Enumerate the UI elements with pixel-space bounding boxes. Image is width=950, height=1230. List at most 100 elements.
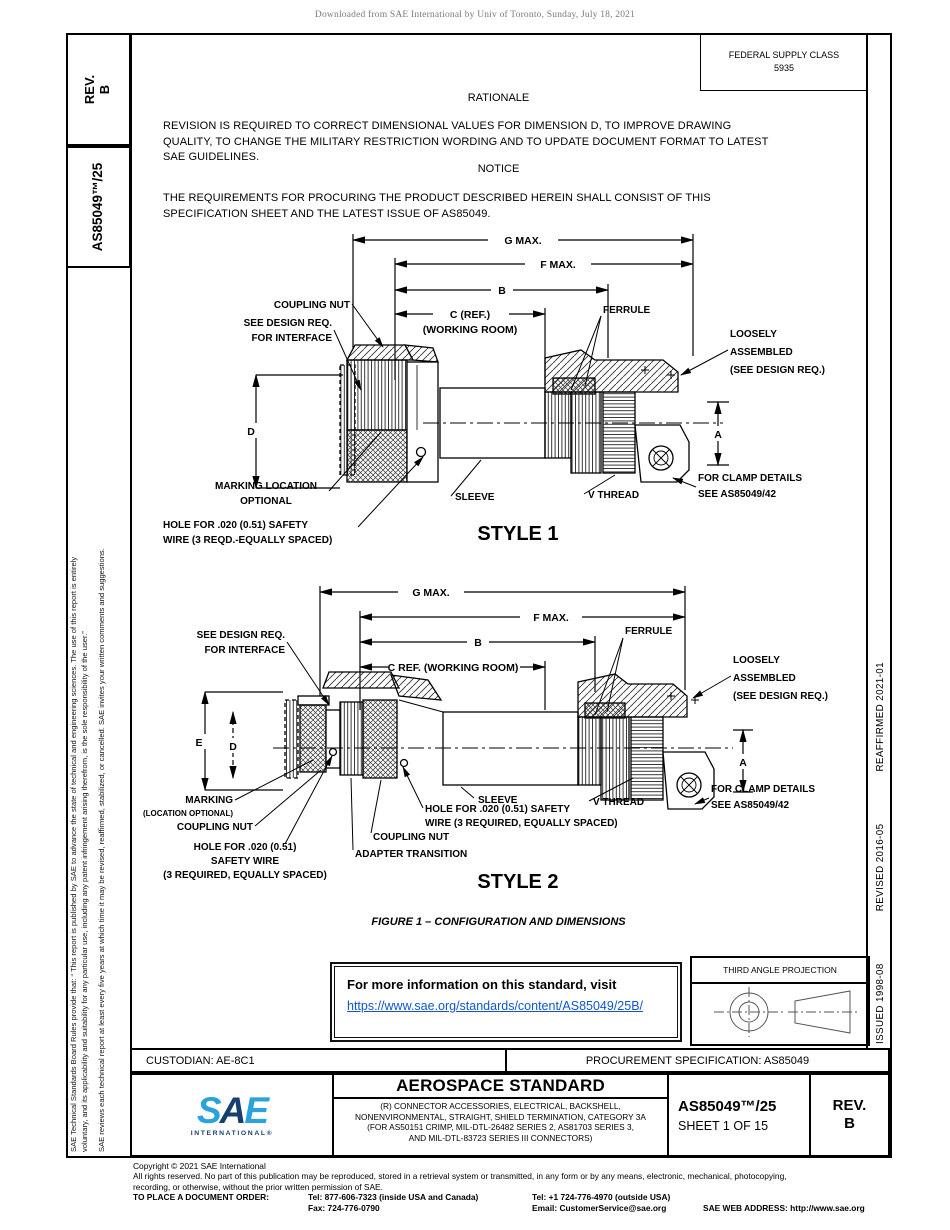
style2-label-adapter: ADAPTER TRANSITION (355, 849, 467, 860)
style1-drawing: G MAX. F MAX. B C (REF.) (WORKING ROOM) (163, 232, 825, 546)
order-label: TO PLACE A DOCUMENT ORDER: (133, 1192, 270, 1203)
style1-label-loosely-2: ASSEMBLED (730, 347, 793, 358)
style2-dim-g: G MAX. (412, 587, 449, 599)
notice-line: SPECIFICATION SHEET AND THE LATEST ISSUE… (163, 207, 491, 220)
style2-label-coupling-nut-1: COUPLING NUT (177, 822, 253, 833)
style1-label-marking-1: MARKING LOCATION (215, 481, 317, 492)
disclaimer-line-3: SAE reviews each technical report at lea… (97, 548, 106, 1152)
style2-label-hole-left-2: SAFETY WIRE (211, 856, 279, 867)
rationale-line: REVISION IS REQUIRED TO CORRECT DIMENSIO… (163, 120, 732, 132)
style1-dim-g: G MAX. (504, 235, 541, 247)
rationale-line: QUALITY, TO CHANGE THE MILITARY RESTRICT… (163, 135, 769, 148)
doc-number-box-border (66, 146, 131, 268)
style2-label-hole-mid-1: HOLE FOR .020 (0.51) SAFETY (425, 804, 570, 815)
style2-connector-body (284, 671, 715, 810)
style1-label-ferrule: FERRULE (603, 305, 651, 316)
style2-dim-a: A (739, 757, 747, 769)
style2-dim-f: F MAX. (533, 612, 569, 624)
style2-label-hole-left-1: HOLE FOR .020 (0.51) (194, 842, 297, 853)
style1-dim-d: D (247, 426, 255, 438)
info-box: For more information on this standard, v… (330, 962, 682, 1042)
rev-cell: REV. B (811, 1075, 888, 1155)
rationale-line: SAE GUIDELINES. (163, 151, 260, 163)
sae-logo-e: E (244, 1089, 269, 1131)
notice-line: THE REQUIREMENTS FOR PROCURING THE PRODU… (163, 192, 711, 204)
style1-leaders (328, 303, 729, 528)
style2-drawing: G MAX. F MAX. B C REF. (WORKING ROOM) (143, 584, 828, 893)
info-box-inner: For more information on this standard, v… (334, 966, 678, 1038)
style1-dim-b: B (498, 285, 506, 297)
style2-label-loosely-1: LOOSELY (733, 655, 780, 666)
style1-label-coupling-nut: COUPLING NUT (274, 300, 350, 311)
subtitle-line: NONENVIRONMENTAL, STRAIGHT, SHIELD TERMI… (355, 1111, 646, 1122)
rev-box-border (66, 33, 131, 146)
style2-label-vthread: V THREAD (593, 797, 644, 808)
style1-label-clamp-2: SEE AS85049/42 (698, 489, 776, 500)
subtitle-line: (R) CONNECTOR ACCESSORIES, ELECTRICAL, B… (380, 1101, 621, 1111)
sidebar-rev-label: REV. (82, 74, 97, 105)
copyright-line-1: Copyright © 2021 SAE International (133, 1161, 266, 1171)
sae-logo: SAE INTERNATIONAL® (132, 1075, 334, 1155)
style2-label-clamp-2: SEE AS85049/42 (711, 800, 789, 811)
sheet-number: SHEET 1 OF 15 (678, 1118, 769, 1133)
style2-label-sleeve: SLEEVE (478, 795, 518, 806)
sidebar-divider-line (130, 33, 132, 1154)
custodian-row: CUSTODIAN: AE-8C1 PROCUREMENT SPECIFICAT… (130, 1048, 890, 1073)
style2-label-marking-2: (LOCATION OPTIONAL) (143, 809, 233, 818)
style2-label-hole-mid-2: WIRE (3 REQUIRED, EQUALLY SPACED) (425, 818, 618, 829)
disclaimer-line-2: voluntary, and its applicability and sui… (79, 631, 89, 1152)
style2-dim-e: E (195, 737, 202, 749)
style2-label-interface-2: FOR INTERFACE (204, 645, 285, 656)
style1-dim-c2: (WORKING ROOM) (423, 324, 518, 336)
sidebar-disclaimer: SAE Technical Standards Board Rules prov… (69, 272, 129, 1152)
style2-label-interface-1: SEE DESIGN REQ. (197, 630, 286, 641)
figure-caption: FIGURE 1 – CONFIGURATION AND DIMENSIONS (371, 916, 626, 928)
third-angle-projection-box: THIRD ANGLE PROJECTION (690, 956, 870, 1046)
style2-label-loosely-3: (SEE DESIGN REQ.) (733, 691, 828, 702)
rationale-text: REVISION IS REQUIRED TO CORRECT DIMENSIO… (163, 119, 868, 166)
fsc-label: FEDERAL SUPPLY CLASS (728, 49, 840, 60)
fsc-value: 5935 (773, 62, 795, 73)
right-strip-line (866, 33, 868, 1048)
standard-url-link[interactable]: https://www.sae.org/standards/content/AS… (347, 999, 644, 1013)
sidebar-rev-box: REV. B (66, 33, 128, 146)
style2-dim-d: D (229, 741, 237, 753)
copyright-line-2: All rights reserved. No part of this pub… (133, 1171, 787, 1182)
style1-label-loosely-3: (SEE DESIGN REQ.) (730, 365, 825, 376)
copyright-line-3: recording, or otherwise, without the pri… (133, 1181, 383, 1192)
fax-number: Fax: 724-776-0790 (308, 1202, 380, 1213)
rev-value: B (844, 1115, 855, 1132)
style1-connector-body (339, 344, 690, 483)
doc-number: AS85049™/25 (678, 1097, 777, 1115)
style2-label-marking-1: MARKING (185, 795, 233, 806)
style1-label-marking-2: OPTIONAL (240, 496, 292, 507)
sae-logo-s: S (196, 1089, 222, 1131)
style1-label-hole-2: WIRE (3 REQD.-EQUALLY SPACED) (163, 535, 332, 546)
style2-label-ferrule: FERRULE (625, 626, 673, 637)
custodian-cell: CUSTODIAN: AE-8C1 (132, 1050, 507, 1071)
projection-symbol (714, 987, 858, 1037)
sae-logo-a: A (219, 1089, 247, 1131)
style1-label-sleeve: SLEEVE (455, 492, 495, 503)
notice-heading: NOTICE (477, 163, 520, 175)
order-row-2: Fax: 724-776-0790 Email: CustomerService… (133, 1203, 923, 1213)
download-watermark: Downloaded from SAE International by Uni… (314, 10, 636, 20)
style2-dim-b: B (474, 637, 482, 649)
procurement-cell: PROCUREMENT SPECIFICATION: AS85049 (585, 1054, 810, 1067)
style1-dim-c1: C (REF.) (450, 309, 490, 321)
title-divider (334, 1097, 667, 1099)
subtitle-line: (FOR AS50151 CRIMP, MIL-DTL-26482 SERIES… (367, 1122, 634, 1133)
rationale-heading: RATIONALE (467, 92, 530, 104)
style1-label-clamp-1: FOR CLAMP DETAILS (698, 473, 802, 484)
style1-title: STYLE 1 (477, 523, 558, 545)
style2-title: STYLE 2 (477, 871, 558, 893)
reaffirmed-date: REAFFIRMED 2021-01 (874, 661, 886, 772)
sidebar-rev-value: B (97, 84, 112, 95)
disclaimer-line-1: SAE Technical Standards Board Rules prov… (69, 556, 78, 1152)
style1-label-vthread: V THREAD (588, 490, 639, 501)
style2-label-coupling-nut-2: COUPLING NUT (373, 832, 449, 843)
issued-date: ISSUED 1998-08 (874, 963, 886, 1044)
style2-leaders (234, 637, 732, 851)
style1-label-interface-1: SEE DESIGN REQ. (244, 318, 333, 329)
